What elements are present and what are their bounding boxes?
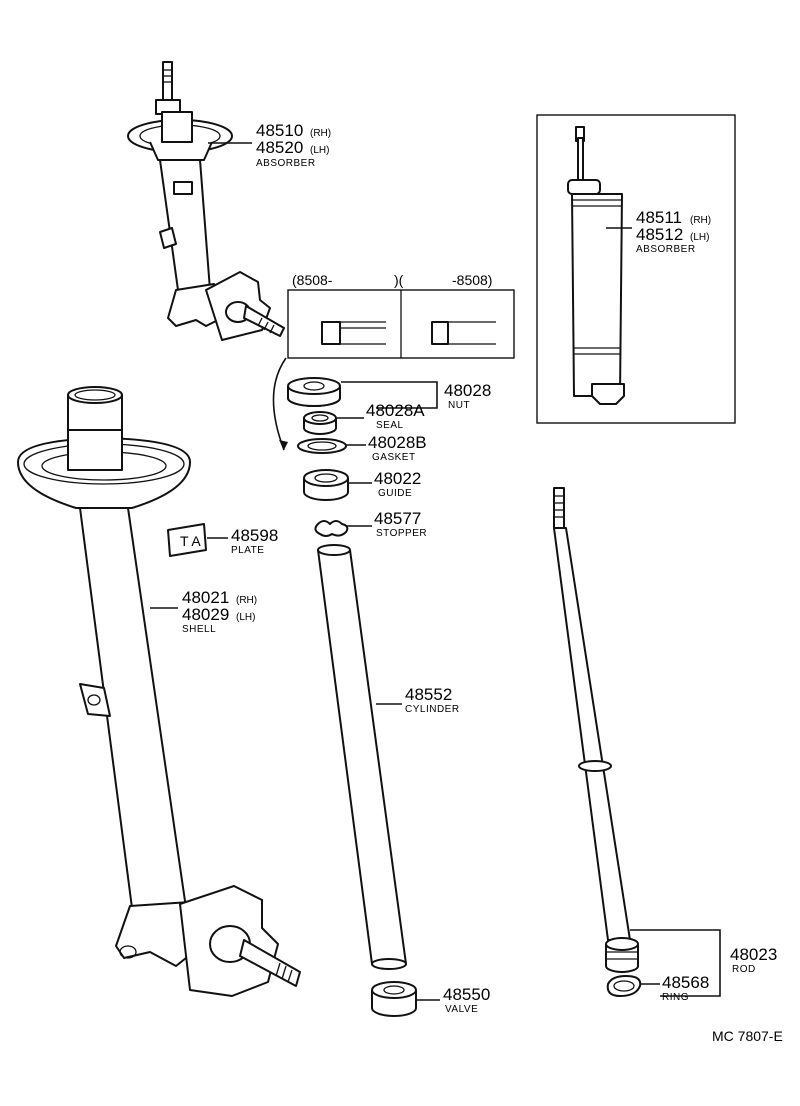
side-suffix-rh: (RH) [310, 128, 331, 139]
rod-illustration [553, 487, 639, 973]
ring-illustration [606, 975, 642, 997]
valve-illustration [371, 981, 417, 1017]
side-suffix-lh-shell: (LH) [236, 612, 255, 623]
date-range-until-8508: -8508) [452, 272, 492, 288]
part-number-48022: 48022 [374, 469, 421, 488]
side-suffix-rh-shell: (RH) [236, 595, 257, 606]
seal-illustration [303, 411, 337, 435]
part-number-48520: 48520 [256, 138, 303, 157]
nut-variant-old-illustration [431, 321, 496, 345]
part-number-48021: 48021 [182, 588, 229, 607]
part-number-48550: 48550 [443, 985, 490, 1004]
part-number-48028b: 48028B [368, 433, 427, 452]
part-number-48512: 48512 [636, 225, 683, 244]
date-range-from-8508: (8508- [292, 272, 333, 288]
part-number-48029: 48029 [182, 605, 229, 624]
part-number-48511: 48511 [636, 208, 682, 227]
part-name-nut: NUT [448, 400, 470, 411]
side-suffix-lh: (LH) [310, 145, 329, 156]
nut-illustration [287, 377, 341, 407]
part-number-48552: 48552 [405, 685, 452, 704]
part-name-guide: GUIDE [378, 488, 412, 499]
diagram-code: MC 7807-E [712, 1028, 783, 1044]
strut-assembly-illustration [127, 61, 285, 341]
part-name-absorber-cartridge: ABSORBER [636, 244, 696, 255]
part-number-48577: 48577 [374, 509, 421, 528]
part-number-48028a: 48028A [366, 401, 425, 420]
part-name-ring: RING [662, 992, 689, 1003]
absorber-cartridge-box [536, 114, 736, 424]
part-name-gasket: GASKET [372, 452, 416, 463]
part-number-48023: 48023 [730, 945, 777, 964]
plate-marking: T A [180, 533, 201, 549]
part-name-seal: SEAL [376, 420, 404, 431]
part-name-plate: PLATE [231, 545, 264, 556]
part-name-rod: ROD [732, 964, 756, 975]
part-name-absorber-strut: ABSORBER [256, 158, 316, 169]
part-number-48028: 48028 [444, 381, 491, 400]
date-range-separator-open: )( [394, 272, 404, 288]
part-number-48568: 48568 [662, 973, 709, 992]
part-name-stopper: STOPPER [376, 528, 427, 539]
gasket-illustration [297, 438, 347, 454]
guide-illustration [303, 469, 349, 501]
part-name-shell: SHELL [182, 624, 216, 635]
assembly-arrow [272, 357, 287, 451]
side-suffix-rh-cartridge: (RH) [690, 215, 711, 226]
nut-variant-new-illustration [321, 321, 386, 345]
side-suffix-lh-cartridge: (LH) [690, 232, 709, 243]
stopper-illustration [314, 520, 349, 537]
absorber-cartridge-illustration [567, 126, 625, 405]
part-name-cylinder: CYLINDER [405, 704, 460, 715]
part-name-valve: VALVE [445, 1004, 478, 1015]
shell-illustration [17, 386, 301, 997]
plate-illustration: T A [167, 523, 207, 557]
cylinder-illustration [317, 544, 407, 970]
part-number-48510: 48510 [256, 121, 303, 140]
part-number-48598: 48598 [231, 526, 278, 545]
